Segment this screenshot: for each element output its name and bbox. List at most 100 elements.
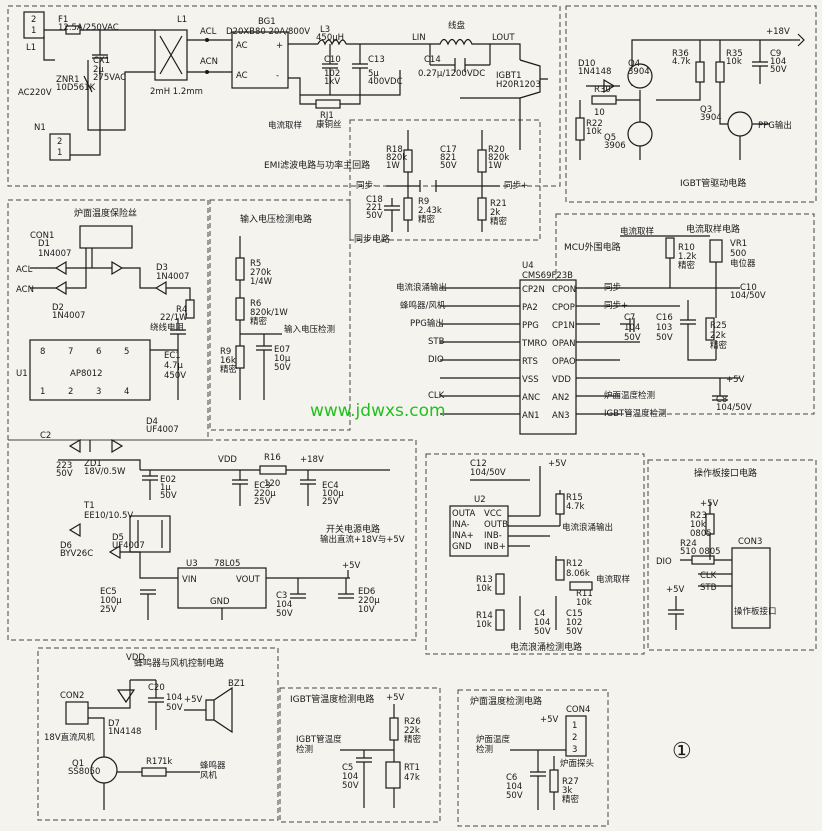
u2-pin-r2: INB- <box>484 531 502 541</box>
label-C6-val: 104 <box>506 782 522 792</box>
label-F1-val: 12.5A/250VAC <box>58 23 119 33</box>
u4-pin-l1: PA2 <box>522 303 538 313</box>
label-p5V-panel2: +5V <box>666 585 685 595</box>
label-Q5-val: 3906 <box>604 141 626 151</box>
dc-bus-wires <box>288 43 430 96</box>
label-BZ1: BZ1 <box>228 679 245 689</box>
label-panel-if: 操作板接口 <box>734 606 777 617</box>
label-CX1-val2: 275VAC <box>93 73 126 83</box>
label-R20-w: 1W <box>488 161 502 171</box>
mcu-wires <box>620 235 740 401</box>
label-N1: N1 <box>34 123 46 133</box>
label-Q4-val: 3904 <box>628 67 650 77</box>
label-p5V-igbt: +5V <box>386 693 405 703</box>
label-C16-v: 50V <box>656 333 673 343</box>
label-D7-val: 1N4148 <box>108 727 141 737</box>
U4-mcu <box>519 279 577 435</box>
vcc-arrow-18 <box>797 33 805 47</box>
pan-temp-wires <box>510 749 566 810</box>
acl-node <box>205 38 209 42</box>
label-R24-val: 510 0805 <box>680 547 721 557</box>
U1-ap8012 <box>29 339 151 401</box>
label-GND: GND <box>210 597 230 607</box>
label-buzz-in2: 风机 <box>200 770 218 781</box>
label-L1: L1 <box>26 43 36 53</box>
label-ZNR1-val: 10D561K <box>56 83 96 93</box>
label-C14-val: 0.27μ/1200VDC <box>418 69 485 79</box>
label-E07-val: 10μ <box>274 354 291 364</box>
label-C13-val: 5μ <box>368 69 379 79</box>
label-R21: R21 <box>490 199 507 209</box>
label-C3-val: 104 <box>276 600 292 610</box>
label-D6-val: BYV26C <box>60 549 93 559</box>
label-U3-val: 78L05 <box>214 559 240 569</box>
label-R6: R6 <box>250 299 261 309</box>
label-ED6-v: 10V <box>358 605 375 615</box>
igbt-temp-wires <box>340 704 395 808</box>
section-pan-temp: 炉面温度检测电路 <box>470 695 542 707</box>
label-E07: E07 <box>274 345 290 355</box>
CON4-probe-connector <box>565 715 587 757</box>
CON3-connector <box>731 547 771 629</box>
panel-sig-clk: CLK <box>700 571 717 581</box>
pan-temp-box <box>457 689 609 827</box>
label-CON3: CON3 <box>738 537 762 547</box>
label-R23: R23 <box>690 511 707 521</box>
reg-wires <box>120 551 354 620</box>
label-R25-n: 精密 <box>710 340 728 351</box>
label-C4-val: 104 <box>534 618 550 628</box>
choke-wires <box>100 39 232 131</box>
L1-pin1: 1 <box>31 26 36 36</box>
bg1-minus: - <box>276 71 279 81</box>
u2-pin-l1: INA- <box>452 520 470 530</box>
label-C12: C12 <box>470 459 487 469</box>
u4-pin-r2: CP1N <box>552 321 575 331</box>
u4-pin-r7: AN3 <box>552 411 570 421</box>
C10-cap <box>322 44 338 95</box>
label-Q1-val: SS8050 <box>68 767 100 777</box>
drive-wires <box>579 82 770 160</box>
R15-resistor <box>555 493 565 515</box>
section-power-note: 输出直流+18V与+5V <box>320 534 405 545</box>
label-C7: C7 <box>624 313 635 323</box>
u1-pin-4: 4 <box>124 387 129 397</box>
label-C14: C14 <box>424 55 441 65</box>
label-vin-out: 输入电压检测 <box>284 324 335 335</box>
T1-transformer <box>129 515 171 553</box>
label-fan18: 18V直流风机 <box>44 732 95 743</box>
label-R22-val: 10k <box>586 127 602 137</box>
CON2-fan-connector <box>65 701 89 725</box>
u1-pin-8: 8 <box>40 347 45 357</box>
u1-pin-7: 7 <box>68 347 73 357</box>
label-C9-v: 50V <box>770 65 787 75</box>
label-p5V-ps: +5V <box>342 561 361 571</box>
label-CON2: CON2 <box>60 691 84 701</box>
label-VDD2: VDD <box>126 653 145 663</box>
label-R36: R36 <box>672 49 689 59</box>
label-R26-val: 22k <box>404 726 420 736</box>
label-surge-out: 电流浪涌输出 <box>562 522 613 533</box>
label-ac220: AC220V <box>18 88 52 98</box>
u4-pin-r3: OPAN <box>552 339 575 349</box>
label-R20: R20 <box>488 145 505 155</box>
label-R9b: R9 <box>220 347 231 357</box>
label-R11-val: 10k <box>576 598 592 608</box>
label-R23-val: 10k <box>690 520 706 530</box>
label-D5-val: UF4007 <box>112 541 145 551</box>
label-E02: E02 <box>160 475 176 485</box>
label-sync-minus: 同步- <box>356 181 376 191</box>
panel-sig-stb: STB <box>700 583 717 593</box>
label-R9: R9 <box>418 197 429 207</box>
mains-wires <box>43 29 155 156</box>
section-current-detect: 电流浪涌检测电路 <box>510 641 582 653</box>
label-R6-val: 820k/1W <box>250 308 288 318</box>
section-panel: 操作板接口电路 <box>694 467 757 479</box>
u4-pin-l2: PPG <box>522 321 539 331</box>
label-EC3: EC3 <box>254 481 271 491</box>
mcu-sig-stb: STB <box>428 337 445 347</box>
label-C2-val: 223 <box>56 461 72 471</box>
label-U4: U4 <box>522 261 534 271</box>
label-D2-val: 1N4007 <box>52 311 85 321</box>
label-R15: R15 <box>566 493 583 503</box>
label-cur-sample: 电流取样 <box>268 120 303 131</box>
